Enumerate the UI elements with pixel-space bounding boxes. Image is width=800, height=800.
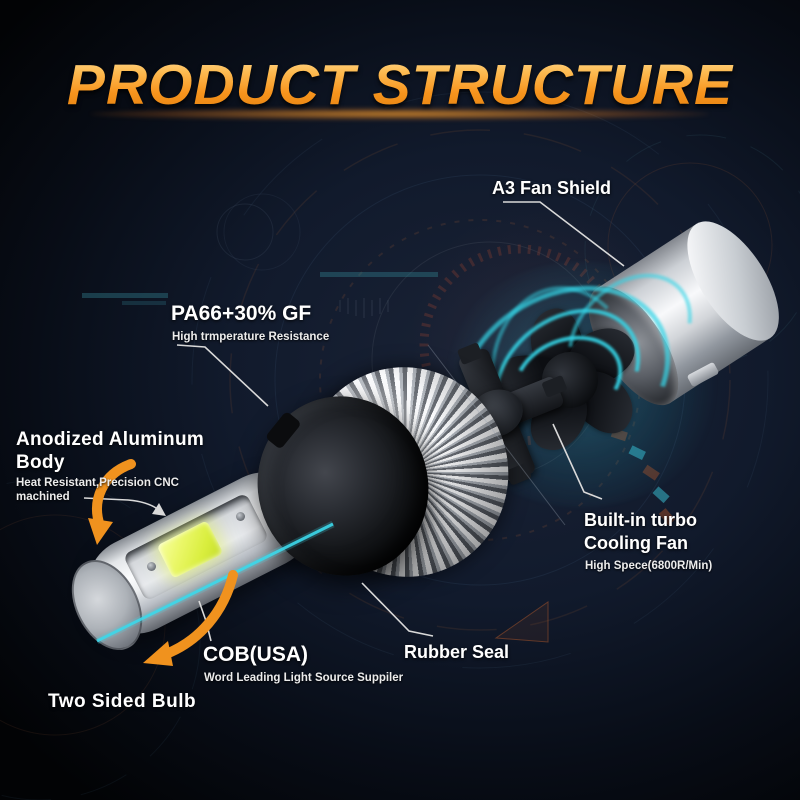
callout-line-rubber-seal <box>361 582 434 637</box>
label-fan-shield: A3 Fan Shield <box>492 178 612 198</box>
orange-arrow-top-head <box>88 518 113 545</box>
page-title: PRODUCT STRUCTURE <box>0 52 800 118</box>
label-rubber-seal: Rubber Seal <box>404 642 510 662</box>
callout-lines <box>83 201 625 642</box>
sublabel-aluminum-body-line1: Heat Resistant,Precision CNC <box>16 477 179 489</box>
label-cooling-fan-line1: Built-in turbo <box>584 510 697 530</box>
label-cooling-fan-line2: Cooling Fan <box>584 533 688 553</box>
orange-arrow-bottom <box>161 570 238 659</box>
label-pa66: PA66+30% GF <box>171 302 312 325</box>
callout-line-fan-shield <box>503 201 625 267</box>
screw <box>147 562 156 571</box>
callout-arrowhead <box>152 503 166 516</box>
orange-arrow-bottom-head <box>143 641 173 666</box>
label-two-sided-bulb: Two Sided Bulb <box>48 691 197 712</box>
title-underline-glow <box>90 108 710 120</box>
sublabel-cob: Word Leading Light Source Suppiler <box>204 672 404 684</box>
screw <box>236 512 245 521</box>
bulb-cyan-edge <box>95 520 335 645</box>
hud-segmented-arc <box>610 428 676 526</box>
label-aluminum-body-line2: Body <box>16 452 65 473</box>
label-cob: COB(USA) <box>203 643 308 666</box>
label-aluminum-body-line1: Anodized Aluminum <box>16 429 205 450</box>
orange-arrow-top <box>92 459 136 531</box>
callout-line-pa66 <box>176 344 269 407</box>
sublabel-cooling-fan: High Spece(6800R/Min) <box>585 560 713 572</box>
sublabel-aluminum-body-line2: machined <box>16 491 70 503</box>
callout-line-cooling-fan <box>552 423 603 500</box>
orange-rotation-arrows <box>88 459 238 666</box>
sublabel-pa66: High trmperature Resistance <box>172 331 330 343</box>
